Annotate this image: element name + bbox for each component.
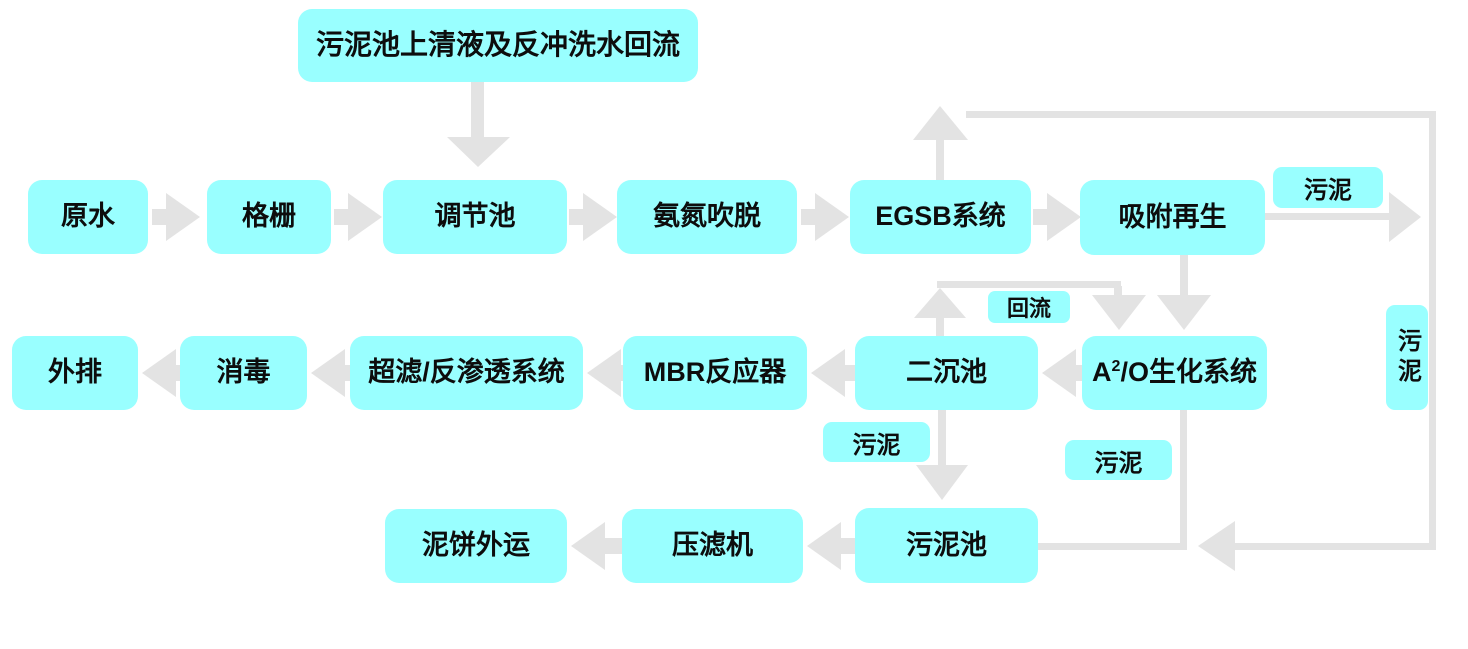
arrowhead-left — [1042, 349, 1076, 397]
node-uf-ro-system: 超滤/反渗透系统 — [350, 336, 583, 410]
a2o-superscript: 2 — [1111, 358, 1121, 376]
flow-label-sludge-clarifier: 污泥 — [823, 422, 930, 462]
line-egsb-sludge-loop — [913, 106, 1436, 550]
node-ammonia-stripping: 氨氮吹脱 — [617, 180, 797, 254]
stem — [1180, 255, 1188, 297]
arrow-clarifier-to-mbr — [811, 349, 861, 397]
arrowhead-down — [1157, 295, 1211, 330]
arrowhead-left — [807, 522, 841, 570]
arrowhead-right — [583, 193, 617, 241]
arrow-egsb-to-adsorption — [1033, 193, 1081, 241]
line-segment — [1265, 213, 1391, 220]
node-bar-screen: 格栅 — [207, 180, 331, 254]
node-adsorption-regeneration: 吸附再生 — [1080, 180, 1265, 255]
stem — [605, 538, 625, 554]
arrowhead-down — [1092, 295, 1146, 330]
node-a2o-system: A2/O生化系统 — [1082, 336, 1267, 410]
arrowhead-left — [811, 349, 845, 397]
node-filter-press: 压滤机 — [622, 509, 803, 583]
arrowhead-left — [142, 349, 176, 397]
a2o-suffix: /O生化系统 — [1120, 357, 1257, 388]
arrow-adsorption-to-a2o — [1157, 255, 1211, 330]
a2o-prefix: A — [1092, 357, 1112, 388]
arrow-ammonia-stripping-to-egsb — [801, 193, 849, 241]
arrowhead-down — [916, 465, 968, 500]
stem — [1033, 209, 1047, 225]
arrowhead-right — [348, 193, 382, 241]
node-regulating-tank: 调节池 — [383, 180, 567, 254]
stem — [936, 138, 944, 180]
line-segment-top — [966, 111, 1435, 118]
line-adsorption-sludge-out — [1265, 192, 1421, 242]
line-sludge-return-to-tank — [1038, 410, 1432, 571]
arrowhead-left — [571, 522, 605, 570]
node-raw-water: 原水 — [28, 180, 148, 254]
arrowhead-right — [166, 193, 200, 241]
arrowhead-left — [1198, 521, 1235, 571]
stem — [801, 209, 815, 225]
line-segment — [937, 281, 1121, 288]
line-segment-right — [1429, 111, 1436, 550]
line-reflux-loop — [914, 281, 1146, 337]
stem — [334, 209, 348, 225]
node-supernatant-return: 污泥池上清液及反冲洗水回流 — [298, 9, 698, 82]
node-discharge: 外排 — [12, 336, 138, 410]
arrow-regulating-tank-to-ammonia-stripping — [569, 193, 617, 241]
arrowhead-right — [815, 193, 849, 241]
arrow-sludge-tank-to-filter-press — [807, 522, 861, 570]
node-cake-transport: 泥饼外运 — [385, 509, 567, 583]
node-mbr-reactor: MBR反应器 — [623, 336, 807, 410]
flow-label-sludge-top-right: 污泥 — [1273, 167, 1383, 208]
stem — [152, 209, 166, 225]
stem — [936, 316, 944, 337]
arrowhead-left — [311, 349, 345, 397]
arrow-bar-screen-to-regulating-tank — [334, 193, 382, 241]
arrow-raw-water-to-bar-screen — [152, 193, 200, 241]
flow-label-sludge-a2o: 污泥 — [1065, 440, 1172, 480]
stem — [569, 209, 583, 225]
a2o-label: A2/O生化系统 — [1092, 357, 1257, 388]
stem — [1114, 286, 1122, 297]
node-sludge-tank: 污泥池 — [855, 508, 1038, 583]
line-segment — [1038, 543, 1183, 550]
flow-label-reflux: 回流 — [988, 291, 1070, 323]
arrowhead-right — [1389, 192, 1421, 242]
arrow-clarifier-to-sludge-tank — [916, 410, 968, 500]
line-segment — [1235, 543, 1432, 550]
stem — [938, 410, 946, 467]
node-egsb-system: EGSB系统 — [850, 180, 1031, 254]
arrow-filter-press-to-cake-transport — [571, 522, 625, 570]
arrowhead-down — [447, 137, 510, 167]
flow-label-sludge-vertical: 污泥 — [1386, 305, 1428, 410]
arrowhead-right — [1047, 193, 1081, 241]
arrowhead-up — [914, 288, 966, 318]
node-disinfection: 消毒 — [180, 336, 307, 410]
a2o-down-stem — [1180, 410, 1187, 550]
arrow-return-to-regulating-tank — [447, 82, 510, 167]
node-secondary-clarifier: 二沉池 — [855, 336, 1038, 410]
line-segment — [471, 82, 484, 138]
arrowhead-up — [913, 106, 968, 140]
arrowhead-left — [587, 349, 621, 397]
